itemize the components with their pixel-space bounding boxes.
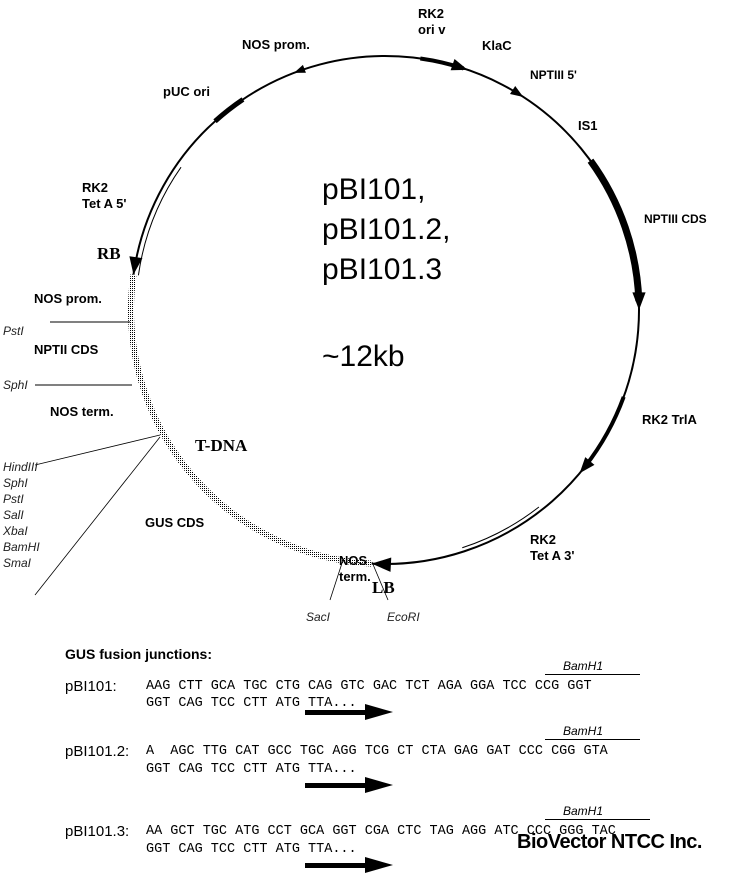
plasmid-title: pBI101, pBI101.2, pBI101.3: [322, 170, 450, 290]
sequence-line: GGT CAG TCC CTT ATG TTA...: [146, 762, 357, 777]
label-sphi: SphI: [3, 378, 28, 392]
label-nos-prom-left: NOS prom.: [34, 291, 102, 306]
mcs-line-top: [34, 434, 161, 466]
rk2-teta5-line: [137, 166, 182, 276]
mcs-site: BamHI: [3, 540, 40, 554]
label-gus-cds: GUS CDS: [145, 515, 205, 530]
backbone-arc: [132, 55, 640, 565]
rb-arrow: [129, 256, 143, 275]
puc-ori-segment: [213, 97, 245, 124]
sequence-line: AA GCT TGC ATG CCT GCA GGT CGA CTC TAG A…: [146, 824, 616, 839]
label-is1: IS1: [578, 118, 598, 133]
sequence-line: AAG CTT GCA TGC CTG CAG GTC GAC TCT AGA …: [146, 679, 592, 694]
bamh1-line: [545, 674, 640, 675]
title-line: pBI101,: [322, 173, 426, 206]
sequence-line: A AGC TTG CAT GCC TGC AGG TCG CT CTA GAG…: [146, 744, 608, 759]
label-nptii-cds: NPTII CDS: [34, 342, 99, 357]
mcs-site: SphI: [3, 476, 28, 490]
label-saci: SacI: [306, 610, 331, 624]
label-t-dna: T-DNA: [195, 436, 248, 455]
saci-line: [329, 559, 344, 601]
sequence-line: GGT CAG TCC CTT ATG TTA...: [146, 696, 357, 711]
mcs-site: SalI: [3, 508, 24, 522]
bamh1-label: BamH1: [563, 804, 604, 818]
label-lb: LB: [372, 578, 395, 597]
orf-arrow: [305, 704, 393, 720]
label-rk2-ori: RK2: [418, 6, 445, 21]
orf-arrow: [305, 857, 393, 873]
label-puc-ori: pUC ori: [163, 84, 210, 99]
brand-watermark: BioVector NTCC Inc.: [517, 831, 702, 853]
orf-arrow: [305, 777, 393, 793]
title-line: pBI101.2,: [322, 213, 451, 246]
mcs-site: XbaI: [3, 524, 28, 538]
rk2-trla-arrow: [579, 457, 595, 474]
label-nos-term: term.: [339, 569, 371, 584]
mcs-site-list: HindIII SphI PstI SalI XbaI BamHI SmaI: [3, 459, 40, 571]
title-line: pBI101.3: [322, 253, 443, 286]
ori-v-arrow: [450, 58, 468, 71]
mcs-site: PstI: [3, 492, 24, 506]
nptiii5-arrow: [509, 85, 524, 97]
label-nos-term: NOS: [339, 553, 368, 568]
bamh1-line: [545, 739, 640, 740]
label-nptiii-5: NPTIII 5': [530, 68, 577, 82]
nptiii-cds-segment: [587, 158, 643, 302]
label-rk2-teta3: RK2: [530, 532, 557, 547]
bamh1-label: BamH1: [563, 659, 604, 673]
label-nptiii-cds: NPTIII CDS: [644, 212, 707, 226]
label-ecori: EcoRI: [387, 610, 420, 624]
label-rk2-teta5: RK2: [82, 180, 109, 195]
lb-arrow: [371, 557, 392, 572]
label-rk2-teta5: Tet A 5': [82, 196, 127, 211]
mcs-line-bottom: [34, 436, 161, 596]
junctions-heading: GUS fusion junctions:: [65, 646, 212, 662]
t-dna-arc: [128, 274, 372, 567]
label-nos-term-left: NOS term.: [50, 404, 114, 419]
nptiii-arrow: [632, 292, 646, 310]
mcs-site: HindIII: [3, 460, 38, 474]
ecori-line: [371, 561, 389, 601]
sequence-line: GGT CAG TCC CTT ATG TTA...: [146, 842, 357, 857]
construct-name: pBI101:: [65, 678, 117, 695]
label-psti: PstI: [3, 324, 24, 338]
rk2-trla-segment: [583, 396, 626, 468]
bamh1-label: BamH1: [563, 724, 604, 738]
label-ori-v: ori v: [418, 22, 446, 37]
label-rk2-teta3: Tet A 3': [530, 548, 575, 563]
label-nos-prom-top: NOS prom.: [242, 37, 310, 52]
label-rb: RB: [97, 244, 121, 263]
construct-name: pBI101.3:: [65, 823, 130, 840]
mcs-site: SmaI: [3, 556, 32, 570]
nos-prom-arrow: [293, 64, 306, 73]
label-klac: KlaC: [482, 38, 512, 53]
plasmid-size: ~12kb: [322, 340, 405, 373]
rk2-teta3-line: [462, 506, 540, 549]
label-rk2-trla: RK2 TrlA: [642, 412, 697, 427]
construct-name: pBI101.2:: [65, 743, 130, 760]
bamh1-line: [545, 819, 650, 820]
